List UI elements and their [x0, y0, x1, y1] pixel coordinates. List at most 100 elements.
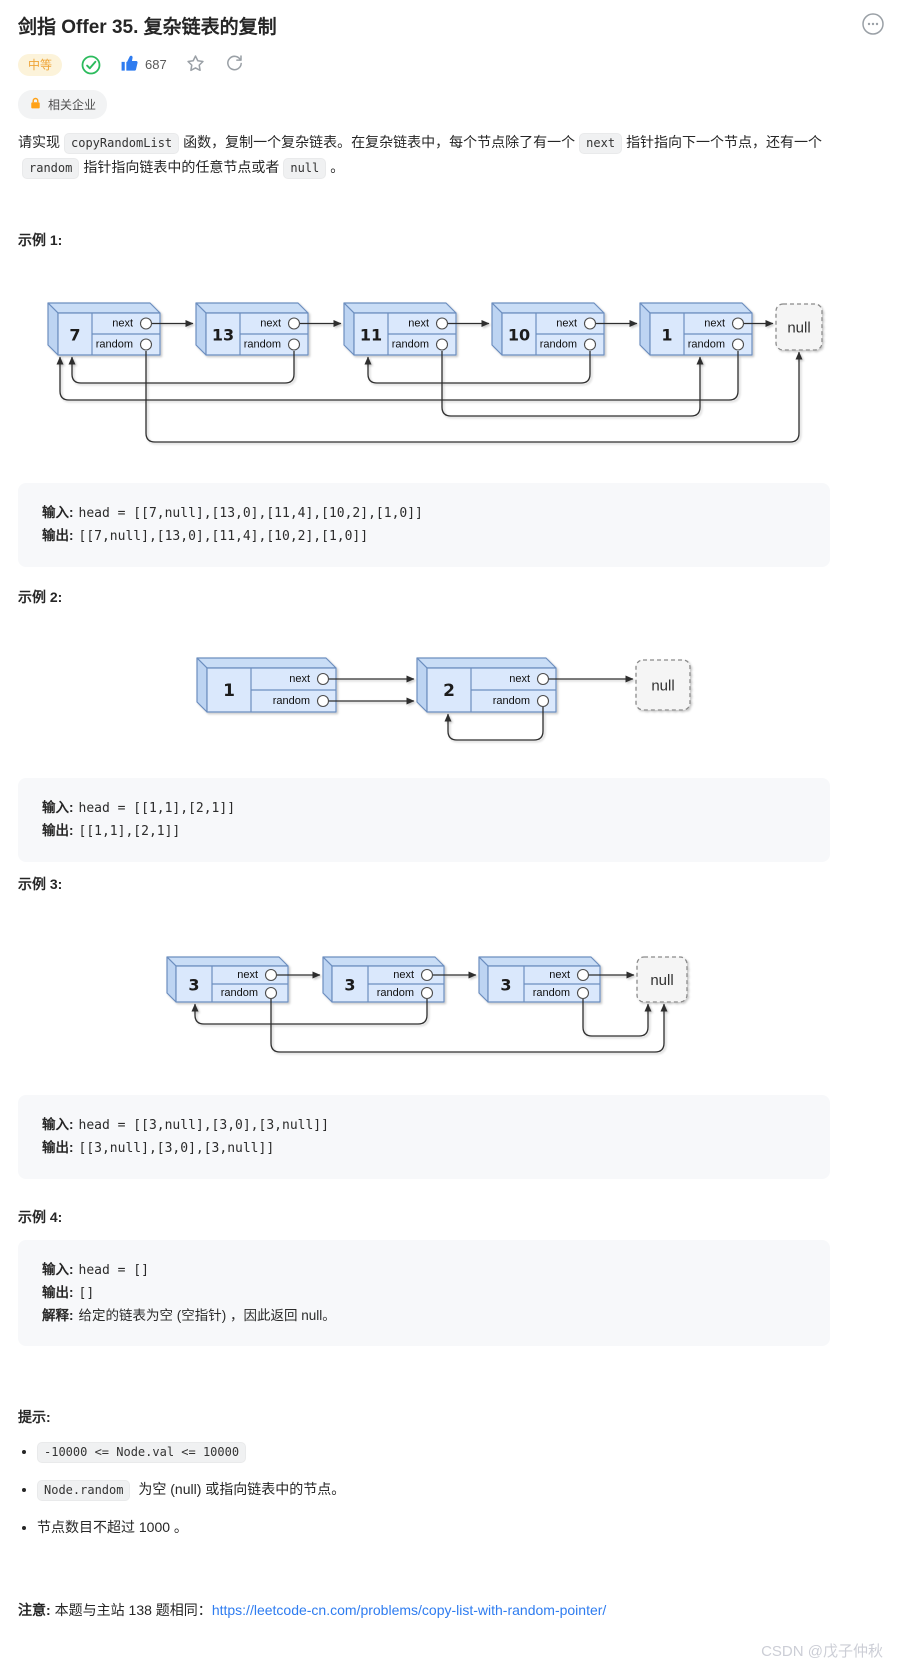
next-label: next — [408, 318, 429, 330]
example-1-diagram: 7 next random 13 next random 11 next random 10 nex… — [47, 302, 823, 443]
page-title: 剑指 Offer 35. 复杂链表的复制 — [18, 17, 277, 38]
example-1-io: 输入:head = [[7,null],[13,0],[11,4],[10,2]… — [18, 483, 830, 567]
hints-heading: 提示: — [18, 1409, 51, 1425]
difficulty-badge[interactable]: 中等 — [18, 53, 63, 76]
example-2-heading: 示例 2: — [18, 589, 63, 605]
random-arrow — [191, 999, 428, 1025]
random-port — [583, 338, 597, 351]
list-node: 10 next random — [491, 302, 605, 356]
next-port — [583, 317, 597, 330]
like-button[interactable]: 687 — [120, 54, 167, 76]
next-label: next — [556, 318, 577, 330]
random-arrow — [145, 351, 803, 443]
node-value: 3 — [344, 976, 355, 995]
inline-code: null — [283, 158, 327, 179]
node-value: 7 — [69, 326, 80, 345]
refresh-button[interactable] — [224, 53, 245, 77]
like-count: 687 — [145, 57, 167, 72]
badge-row: 中等 687 — [18, 51, 245, 78]
node-value: 10 — [508, 326, 530, 345]
inline-code: copyRandomList — [64, 133, 180, 154]
random-arrow — [364, 351, 591, 384]
random-label: random — [244, 339, 281, 351]
random-arrow — [270, 999, 668, 1053]
list-node: 1 next random — [639, 302, 753, 356]
random-port — [420, 986, 434, 1000]
note-link[interactable]: https://leetcode-cn.com/problems/copy-li… — [211, 1602, 607, 1618]
random-arrow — [444, 707, 544, 741]
random-arrow — [582, 999, 652, 1037]
random-label: random — [392, 339, 429, 351]
inline-code: Node.random — [37, 1480, 131, 1501]
null-node: null — [636, 956, 688, 1003]
random-label: random — [493, 695, 530, 707]
next-port — [435, 317, 449, 330]
list-node: 2 next random — [416, 657, 557, 713]
random-arrow — [56, 351, 739, 401]
random-label: random — [688, 339, 725, 351]
random-label: random — [377, 987, 414, 999]
related-companies-tag[interactable]: 相关企业 — [18, 90, 108, 119]
more-options-button[interactable] — [860, 12, 886, 38]
random-label: random — [540, 339, 577, 351]
related-companies-label: 相关企业 — [48, 98, 97, 112]
random-port — [139, 338, 153, 351]
hint-item: Node.random 为空 (null) 或指向链表中的节点。 — [37, 1479, 812, 1501]
lock-icon — [29, 97, 42, 113]
example-3-io: 输入:head = [[3,null],[3,0],[3,null]] 输出:[… — [18, 1095, 830, 1179]
node-value: 13 — [212, 326, 234, 345]
next-label: next — [112, 318, 133, 330]
next-label: next — [704, 318, 725, 330]
favorite-button[interactable] — [185, 53, 206, 77]
next-port — [536, 672, 550, 686]
example-4-heading: 示例 4: — [18, 1209, 63, 1225]
next-port — [287, 317, 301, 330]
node-value: 2 — [443, 681, 455, 701]
example-output: 输出:[[7,null],[13,0],[11,4],[10,2],[1,0]] — [42, 528, 369, 544]
refresh-icon — [224, 53, 245, 77]
example-input: 输入:head = [[1,1],[2,1]] — [42, 800, 236, 816]
next-label: next — [393, 969, 414, 981]
hints-list: -10000 <= Node.val <= 10000 Node.random … — [22, 1442, 812, 1553]
next-label: next — [509, 673, 530, 685]
inline-code: next — [579, 133, 623, 154]
next-port — [420, 968, 434, 982]
example-input: 输入:head = [] — [42, 1262, 149, 1278]
hint-item: -10000 <= Node.val <= 10000 — [37, 1442, 812, 1463]
next-label: next — [260, 318, 281, 330]
null-label: null — [650, 972, 673, 989]
node-value: 3 — [188, 976, 199, 995]
null-label: null — [651, 678, 674, 695]
thumbs-up-icon — [120, 54, 139, 76]
ellipsis-icon — [861, 12, 885, 39]
next-label: next — [237, 969, 258, 981]
node-value: 1 — [223, 681, 235, 701]
next-port — [264, 968, 278, 982]
random-port — [536, 694, 550, 708]
node-value: 1 — [661, 326, 672, 345]
next-port — [139, 317, 153, 330]
example-explanation: 解释:给定的链表为空 (空指针) ，因此返回 null。 — [42, 1308, 336, 1323]
random-label: random — [273, 695, 310, 707]
next-port — [316, 672, 330, 686]
next-port — [576, 968, 590, 982]
random-label: random — [96, 339, 133, 351]
example-2-io: 输入:head = [[1,1],[2,1]] 输出:[[1,1],[2,1]] — [18, 778, 830, 862]
null-label: null — [787, 320, 810, 337]
solved-check-icon — [80, 54, 102, 76]
example-input: 输入:head = [[3,null],[3,0],[3,null]] — [42, 1117, 329, 1133]
example-input: 输入:head = [[7,null],[13,0],[11,4],[10,2]… — [42, 505, 423, 521]
random-port — [576, 986, 590, 1000]
next-port — [731, 317, 745, 330]
example-3-heading: 示例 3: — [18, 876, 63, 892]
next-label: next — [549, 969, 570, 981]
list-node: 7 next random — [47, 302, 161, 356]
null-node: null — [635, 659, 691, 711]
inline-code: -10000 <= Node.val <= 10000 — [37, 1442, 247, 1463]
random-port — [731, 338, 745, 351]
